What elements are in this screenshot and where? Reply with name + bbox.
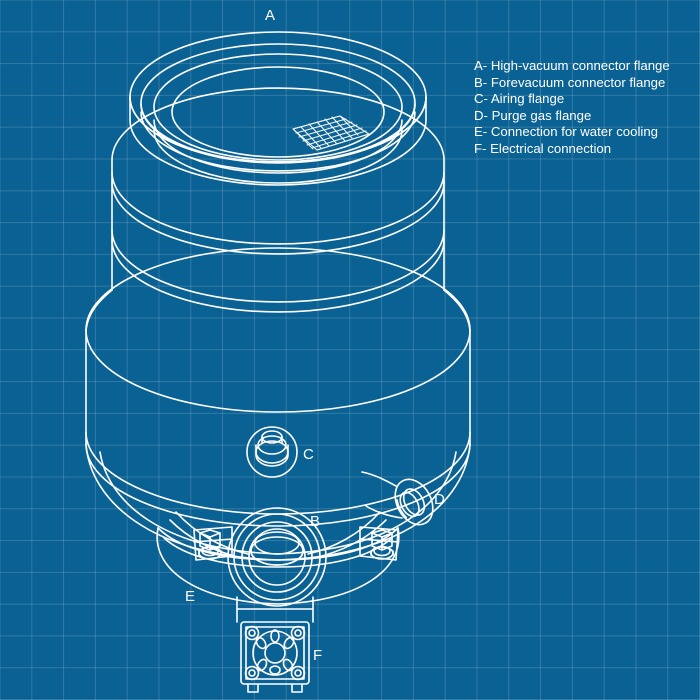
purge-gas-flange: [361, 471, 434, 526]
water-cooling-connection-left: [193, 526, 233, 561]
legend-item-f: F- Electrical connection: [474, 140, 612, 156]
airing-flange: [246, 426, 298, 478]
legend-item-b: B- Forevacuum connector flange: [474, 74, 666, 90]
callout-f: F: [313, 647, 323, 664]
callout-c: C: [303, 446, 314, 463]
callout-d: D: [434, 491, 445, 508]
electrical-connection: [236, 596, 314, 693]
legend-item-a: A- High-vacuum connector flange: [474, 58, 670, 73]
legend-item-e: E- Connection for water cooling: [474, 124, 658, 140]
splinter-guard-mesh: [292, 115, 370, 151]
legend: A- High-vacuum connector flange B- Forev…: [474, 58, 670, 158]
forevacuum-connector-flange: [227, 507, 327, 607]
callout-a: A: [265, 7, 276, 24]
callout-b: B: [310, 513, 321, 530]
legend-item-d: D- Purge gas flange: [474, 107, 592, 123]
water-cooling-connection-right: [359, 526, 399, 561]
upper-body-shell: [111, 87, 445, 313]
callout-e: E: [185, 588, 196, 605]
legend-item-c: C- Airing flange: [474, 91, 565, 107]
